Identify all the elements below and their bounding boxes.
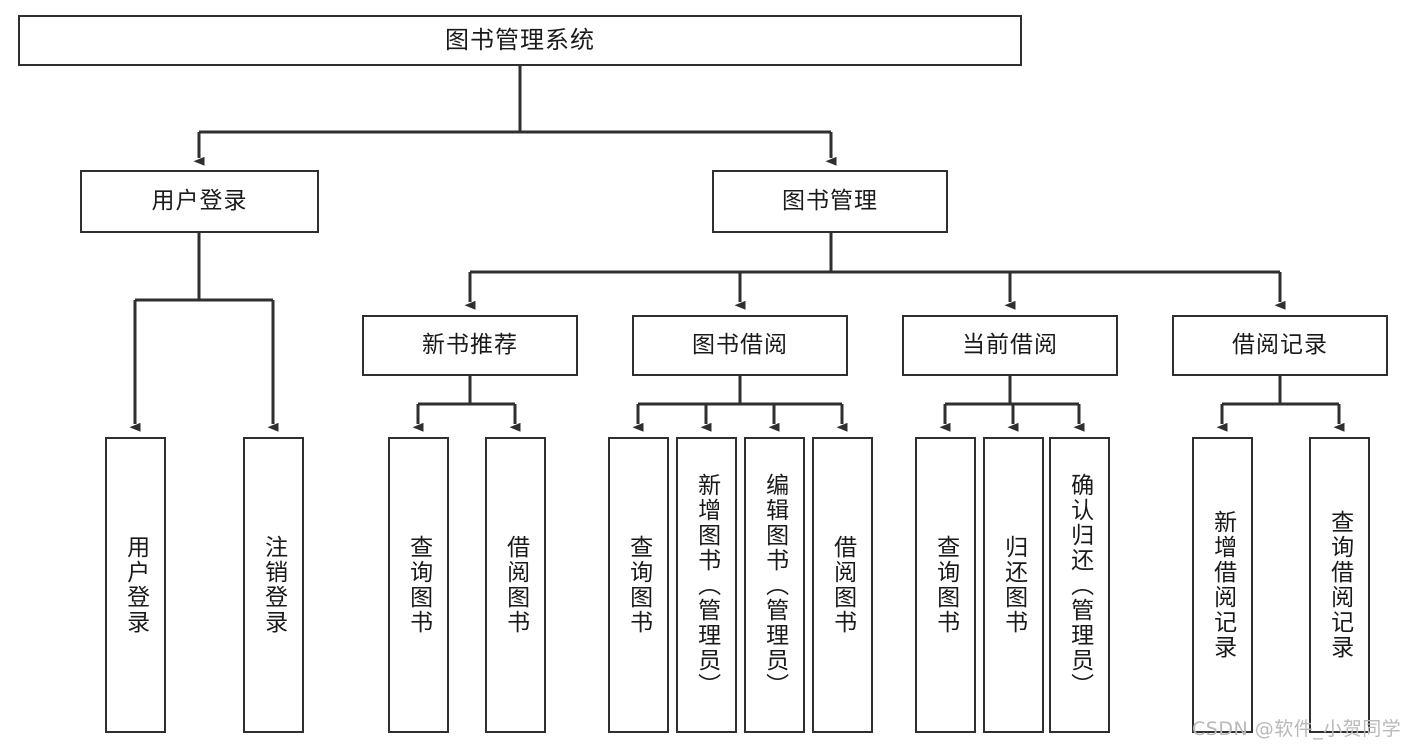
node-label: 图书借阅: [692, 331, 788, 358]
node-label: 注销登录: [260, 535, 287, 635]
leaf-book-borrow-borrow[interactable]: 借阅图书: [812, 437, 873, 733]
node-label: 图书管理: [782, 187, 878, 214]
node-book-management[interactable]: 图书管理: [712, 170, 948, 233]
node-current-borrow[interactable]: 当前借阅: [902, 315, 1118, 376]
node-label: 借阅图书: [829, 535, 856, 635]
node-borrow-record[interactable]: 借阅记录: [1172, 315, 1388, 376]
node-label: 归还图书: [1000, 535, 1027, 635]
node-label: 新书推荐: [422, 331, 518, 358]
node-label: 用户登录: [151, 187, 248, 214]
node-label: 新增图书（管理员）: [693, 472, 720, 698]
node-label: 新增借阅记录: [1209, 510, 1236, 660]
leaf-current-borrow-query[interactable]: 查询图书: [915, 437, 976, 733]
leaf-borrow-record-add[interactable]: 新增借阅记录: [1192, 437, 1253, 733]
node-label: 查询图书: [625, 535, 652, 635]
node-label: 编辑图书（管理员）: [761, 472, 788, 698]
node-label: 确认归还（管理员）: [1066, 472, 1093, 698]
node-label: 借阅图书: [502, 535, 529, 635]
node-label: 用户登录: [122, 535, 149, 635]
node-book-borrow[interactable]: 图书借阅: [632, 315, 848, 376]
leaf-new-book-query[interactable]: 查询图书: [388, 437, 449, 733]
leaf-current-borrow-confirm-return[interactable]: 确认归还（管理员）: [1049, 437, 1110, 733]
node-root-system[interactable]: 图书管理系统: [18, 15, 1022, 66]
csdn-watermark: CSDN @软件_小贺同学: [1192, 718, 1402, 740]
leaf-borrow-record-query[interactable]: 查询借阅记录: [1309, 437, 1370, 733]
leaf-book-borrow-edit[interactable]: 编辑图书（管理员）: [744, 437, 805, 733]
node-label: 借阅记录: [1232, 331, 1328, 358]
node-label: 当前借阅: [962, 331, 1058, 358]
leaf-user-login-logout[interactable]: 注销登录: [243, 437, 304, 733]
leaf-new-book-borrow[interactable]: 借阅图书: [485, 437, 546, 733]
leaf-book-borrow-query[interactable]: 查询图书: [608, 437, 669, 733]
node-label: 查询图书: [405, 535, 432, 635]
leaf-book-borrow-add[interactable]: 新增图书（管理员）: [676, 437, 737, 733]
node-label: 图书管理系统: [445, 26, 595, 55]
node-label: 查询图书: [932, 535, 959, 635]
node-label: 查询借阅记录: [1326, 510, 1353, 660]
node-user-login[interactable]: 用户登录: [80, 170, 319, 233]
leaf-user-login-login[interactable]: 用户登录: [105, 437, 166, 733]
leaf-current-borrow-return[interactable]: 归还图书: [983, 437, 1044, 733]
node-new-book-recommend[interactable]: 新书推荐: [362, 315, 578, 376]
